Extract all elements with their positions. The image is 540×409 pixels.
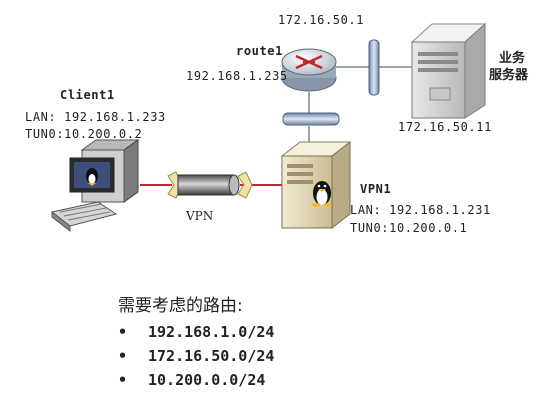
vpn-server-tun: TUN0:10.200.0.1 bbox=[350, 221, 468, 235]
vpn-server-icon bbox=[280, 140, 352, 230]
route-item: • 10.200.0.0/24 bbox=[118, 368, 274, 392]
bullet-icon: • bbox=[118, 347, 128, 365]
bullet-icon: • bbox=[118, 323, 128, 341]
router-name: route1 bbox=[236, 44, 283, 58]
client-name: Client1 bbox=[60, 88, 115, 102]
server-name-line1: 业务 bbox=[499, 51, 526, 66]
route-item: • 172.16.50.0/24 bbox=[118, 344, 274, 368]
business-server-icon bbox=[410, 22, 487, 119]
routes-title: 需要考虑的路由: bbox=[118, 296, 243, 316]
route-text: 10.200.0.0/24 bbox=[148, 371, 266, 389]
vertical-network-bus bbox=[368, 39, 380, 96]
routes-section: 需要考虑的路由: • 192.168.1.0/24 • 172.16.50.0/24… bbox=[118, 291, 274, 392]
vpn-server-lan: LAN: 192.168.1.231 bbox=[350, 203, 491, 217]
route-text: 192.168.1.0/24 bbox=[148, 323, 275, 341]
route-item: • 192.168.1.0/24 bbox=[118, 320, 274, 344]
client-computer-icon bbox=[50, 139, 140, 233]
router-left-ip: 192.168.1.235 bbox=[186, 69, 288, 83]
server-ip: 172.16.50.11 bbox=[398, 120, 492, 134]
route-text: 172.16.50.0/24 bbox=[148, 347, 275, 365]
client-lan: LAN: 192.168.1.233 bbox=[25, 110, 166, 124]
vpn-server-name: VPN1 bbox=[360, 182, 392, 196]
bullet-icon: • bbox=[118, 371, 128, 389]
horizontal-network-bus bbox=[282, 112, 340, 126]
tunnel-label: VPN bbox=[186, 209, 214, 223]
client-tun: TUN0:10.200.0.2 bbox=[25, 127, 143, 141]
router-icon bbox=[281, 48, 337, 92]
server-name-line2: 服务器 bbox=[489, 68, 529, 83]
router-top-ip: 172.16.50.1 bbox=[278, 13, 365, 27]
routes-list: • 192.168.1.0/24 • 172.16.50.0/24 • 10.200.… bbox=[118, 320, 274, 392]
vpn-tunnel-icon bbox=[167, 171, 253, 199]
